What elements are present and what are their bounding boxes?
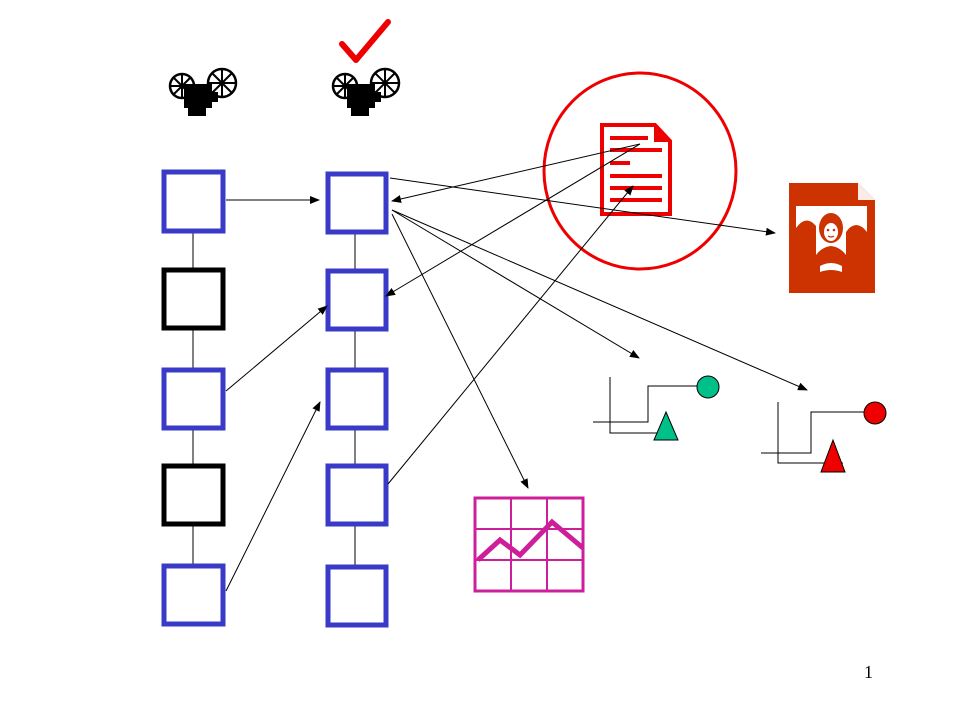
arrow bbox=[225, 401, 321, 592]
frame-box bbox=[161, 367, 226, 431]
frame-box bbox=[325, 463, 389, 527]
arrow bbox=[391, 143, 641, 203]
frame-box bbox=[325, 367, 389, 431]
frame-box bbox=[325, 564, 389, 628]
vector-drawing-icon-red bbox=[761, 401, 887, 473]
reference-arrows bbox=[225, 143, 808, 592]
left-frame-column bbox=[161, 169, 226, 627]
arrow bbox=[391, 209, 808, 391]
highlight-circle bbox=[542, 71, 738, 271]
mona-lisa-image-icon bbox=[789, 183, 875, 293]
frame-box bbox=[161, 463, 226, 527]
arrow bbox=[391, 209, 640, 359]
line-chart-icon bbox=[473, 496, 585, 593]
frame-box bbox=[161, 267, 226, 331]
checkmark-icon bbox=[339, 19, 391, 63]
film-projector-icon-right bbox=[331, 67, 401, 116]
film-projector-icon-left bbox=[168, 67, 238, 116]
arrow bbox=[387, 185, 634, 485]
arrow bbox=[385, 143, 641, 297]
vector-drawing-icon-teal bbox=[593, 375, 720, 441]
frame-box bbox=[325, 171, 389, 235]
arrow bbox=[391, 213, 529, 489]
frame-box bbox=[161, 169, 226, 234]
arrow bbox=[225, 305, 328, 392]
frame-box bbox=[325, 268, 389, 332]
frame-box bbox=[161, 563, 226, 627]
right-frame-column bbox=[325, 171, 389, 628]
arrow bbox=[389, 177, 776, 236]
text-document-icon bbox=[600, 123, 672, 216]
page-number: 1 bbox=[864, 662, 873, 682]
